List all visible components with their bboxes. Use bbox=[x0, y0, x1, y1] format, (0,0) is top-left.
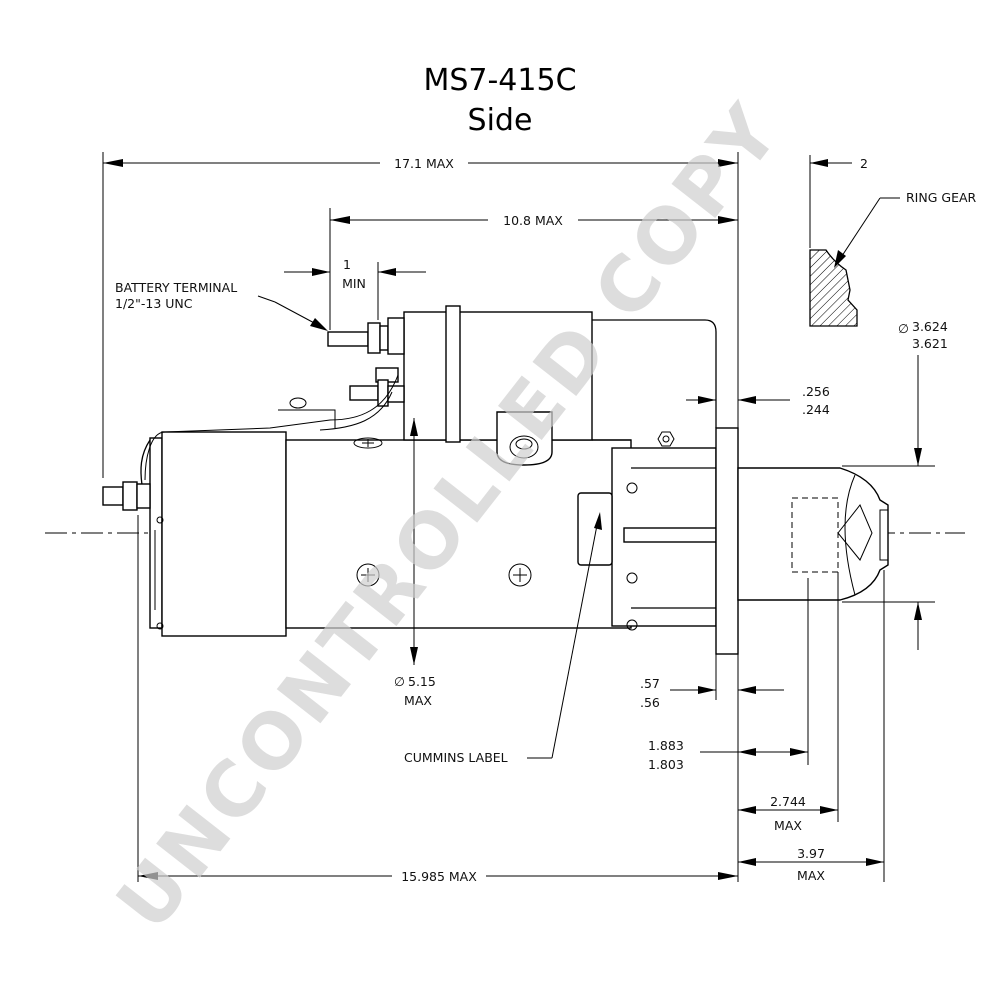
dim-body-length: 15.985 MAX bbox=[138, 869, 738, 884]
flange-thk-lower: .244 bbox=[802, 402, 830, 417]
dim-body-diameter: ∅ 5.15 MAX bbox=[394, 418, 436, 708]
dim-flange-offset: .57 .56 bbox=[640, 654, 784, 710]
drawing-view-label: Side bbox=[468, 103, 533, 138]
pinion-lower: 1.803 bbox=[648, 757, 684, 772]
battery-terminal-callout: BATTERY TERMINAL 1/2"-13 UNC bbox=[115, 280, 328, 331]
housing-screw-left bbox=[356, 563, 380, 587]
battery-terminal-thread: 1/2"-13 UNC bbox=[115, 296, 193, 311]
pilot-dia-upper: 3.624 bbox=[912, 319, 948, 334]
ring-gear-clearance-label: 2 bbox=[860, 156, 868, 171]
dim-terminal-offset: 1 MIN bbox=[284, 257, 426, 320]
ring-gear-callout: RING GEAR bbox=[834, 190, 977, 268]
housing-screw-right bbox=[508, 563, 532, 587]
ring-gear-label: RING GEAR bbox=[906, 190, 977, 205]
mounting-flange bbox=[715, 427, 739, 655]
body-dia-value: 5.15 bbox=[408, 674, 436, 689]
nose-length-unit: MAX bbox=[797, 868, 825, 883]
flange-offset-lower: .56 bbox=[640, 695, 660, 710]
cummins-label-plate bbox=[577, 492, 613, 566]
drawing-title: MS7-415C bbox=[423, 63, 576, 98]
rear-terminal bbox=[102, 486, 124, 506]
nose-housing bbox=[737, 467, 889, 601]
dim-nose-length: 3.97 MAX bbox=[738, 846, 884, 883]
flange-thk-upper: .256 bbox=[802, 384, 830, 399]
ring-gear-section bbox=[809, 249, 858, 327]
dim-pinion-position: 1.883 1.803 bbox=[648, 738, 808, 772]
cummins-label-callout: CUMMINS LABEL bbox=[404, 512, 602, 765]
pinion-max-value: 2.744 bbox=[770, 794, 806, 809]
body-dia-unit: MAX bbox=[404, 693, 432, 708]
dim-ring-gear-clearance: 2 bbox=[810, 156, 868, 171]
pilot-dia-lower: 3.621 bbox=[912, 336, 948, 351]
dim-solenoid-length: 10.8 MAX bbox=[330, 213, 738, 228]
body-dia-symbol: ∅ bbox=[394, 674, 405, 689]
terminal-offset-unit: MIN bbox=[342, 276, 366, 291]
terminal-offset-value: 1 bbox=[343, 257, 351, 272]
body-length-label: 15.985 MAX bbox=[401, 869, 477, 884]
dim-pinion-max: 2.744 MAX bbox=[738, 794, 838, 833]
starter-motor bbox=[102, 305, 889, 655]
dim-flange-thickness: .256 .244 bbox=[686, 384, 830, 417]
flange-offset-upper: .57 bbox=[640, 676, 660, 691]
cummins-label-text: CUMMINS LABEL bbox=[404, 750, 508, 765]
dim-overall-length: 17.1 MAX bbox=[103, 156, 738, 171]
motor-housing bbox=[285, 439, 632, 629]
battery-terminal-stud bbox=[327, 331, 369, 347]
solenoid-length-label: 10.8 MAX bbox=[503, 213, 563, 228]
end-cap bbox=[161, 431, 287, 637]
battery-terminal-label: BATTERY TERMINAL bbox=[115, 280, 237, 295]
top-vent bbox=[353, 437, 383, 449]
rear-end-plate bbox=[149, 437, 163, 629]
pinion-upper: 1.883 bbox=[648, 738, 684, 753]
pinion-outline bbox=[791, 497, 839, 573]
pinion-max-unit: MAX bbox=[774, 818, 802, 833]
dim-pilot-diameter: ∅ 3.624 3.621 bbox=[898, 319, 948, 650]
pilot-dia-symbol: ∅ bbox=[898, 321, 909, 336]
nose-length-value: 3.97 bbox=[797, 846, 825, 861]
overall-length-label: 17.1 MAX bbox=[394, 156, 454, 171]
